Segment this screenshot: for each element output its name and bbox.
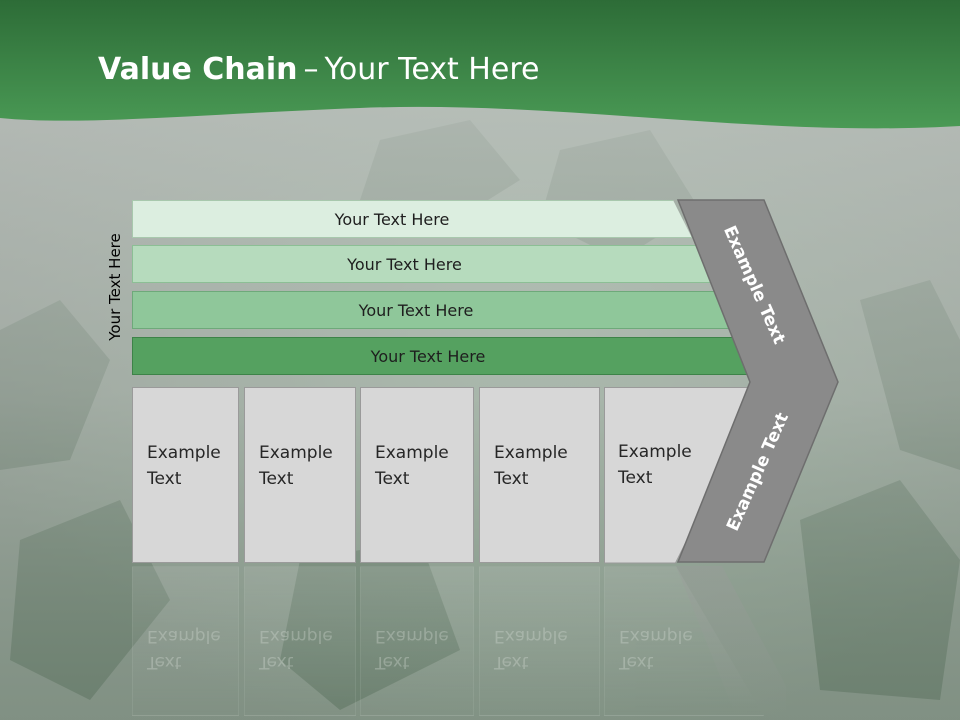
- bar-2-label: Your Text Here: [347, 254, 462, 274]
- bar-2[interactable]: Your Text Here: [132, 245, 717, 283]
- box-4-line1: Example: [494, 443, 568, 463]
- reflection-4-line2: Text: [494, 652, 529, 672]
- reflection-4: Text Example: [479, 566, 600, 716]
- reflection-3-line1: Example: [375, 626, 449, 646]
- box-1-line1: Example: [147, 443, 221, 463]
- reflection-1: Text Example: [132, 566, 239, 716]
- reflection-3: Text Example: [360, 566, 474, 716]
- reflection-2-line2: Text: [259, 652, 294, 672]
- box-1-line2: Text: [147, 469, 182, 489]
- reflection-3-line2: Text: [375, 652, 410, 672]
- reflection-1-line1: Example: [147, 626, 221, 646]
- title-bold: Value Chain: [98, 52, 298, 87]
- reflection-1-line2: Text: [147, 652, 182, 672]
- bar-1-label: Your Text Here: [334, 209, 450, 229]
- title-rest: Your Text Here: [324, 52, 540, 87]
- box-2-line1: Example: [259, 443, 333, 463]
- header-band: [0, 0, 960, 129]
- title-separator: –: [303, 52, 319, 87]
- bar-3[interactable]: Your Text Here: [132, 291, 740, 329]
- box-3-line1: Example: [375, 443, 449, 463]
- page-title: Value Chain–Your Text Here: [98, 52, 539, 87]
- box-2-line2: Text: [259, 469, 294, 489]
- reflection-4-line1: Example: [494, 626, 568, 646]
- bar-4-label: Your Text Here: [370, 346, 486, 366]
- reflection-2-line1: Example: [259, 626, 333, 646]
- value-chevron[interactable]: [670, 196, 842, 566]
- side-label: Your Text Here: [106, 233, 124, 341]
- reflection-2: Text Example: [244, 566, 356, 716]
- bar-4[interactable]: Your Text Here: [132, 337, 764, 375]
- box-3-line2: Text: [375, 469, 410, 489]
- bar-3-label: Your Text Here: [358, 300, 474, 320]
- bar-1[interactable]: Your Text Here: [132, 200, 692, 238]
- box-4-line2: Text: [494, 469, 529, 489]
- chevron-reflection: [676, 566, 786, 716]
